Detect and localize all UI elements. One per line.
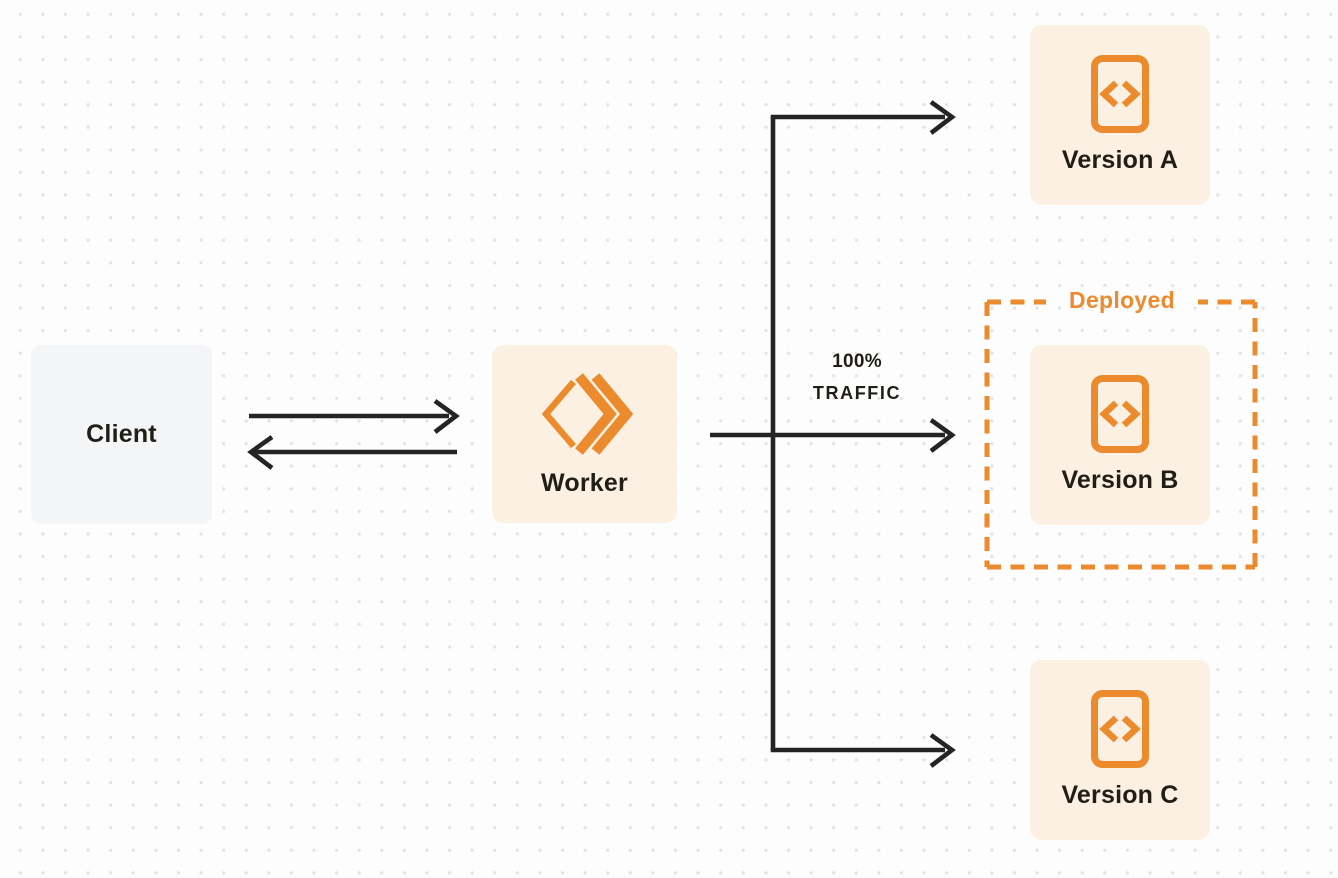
version-c-label: Version C	[1061, 781, 1179, 809]
code-file-icon	[1091, 375, 1149, 453]
arrow-client-to-worker	[249, 399, 460, 434]
worker-node-label: Worker	[541, 469, 628, 497]
version-a-label: Version A	[1061, 146, 1179, 174]
code-file-icon	[1091, 55, 1149, 133]
deployed-dashed-border	[984, 299, 1258, 570]
client-node: Client	[31, 345, 212, 524]
version-b-label: Version B	[1061, 466, 1179, 494]
version-c-node: Version C	[1030, 660, 1210, 840]
arrow-worker-to-version-c	[770, 733, 956, 768]
traffic-annotation: 100% TRAFFIC	[757, 351, 957, 404]
traffic-word-label: TRAFFIC	[812, 383, 902, 403]
arrow-worker-to-version-b	[710, 418, 956, 453]
client-node-label: Client	[86, 420, 157, 448]
cloudflare-workers-logo-icon	[536, 370, 633, 458]
worker-node: Worker	[492, 345, 677, 523]
arrow-worker-to-client	[247, 435, 457, 470]
code-file-icon	[1091, 690, 1149, 768]
traffic-percent-label: 100%	[832, 351, 882, 372]
arrow-worker-to-version-a	[770, 100, 956, 135]
version-b-node: Version B	[1030, 345, 1210, 525]
version-a-node: Version A	[1030, 25, 1210, 205]
deployed-badge: Deployed	[1069, 287, 1175, 313]
